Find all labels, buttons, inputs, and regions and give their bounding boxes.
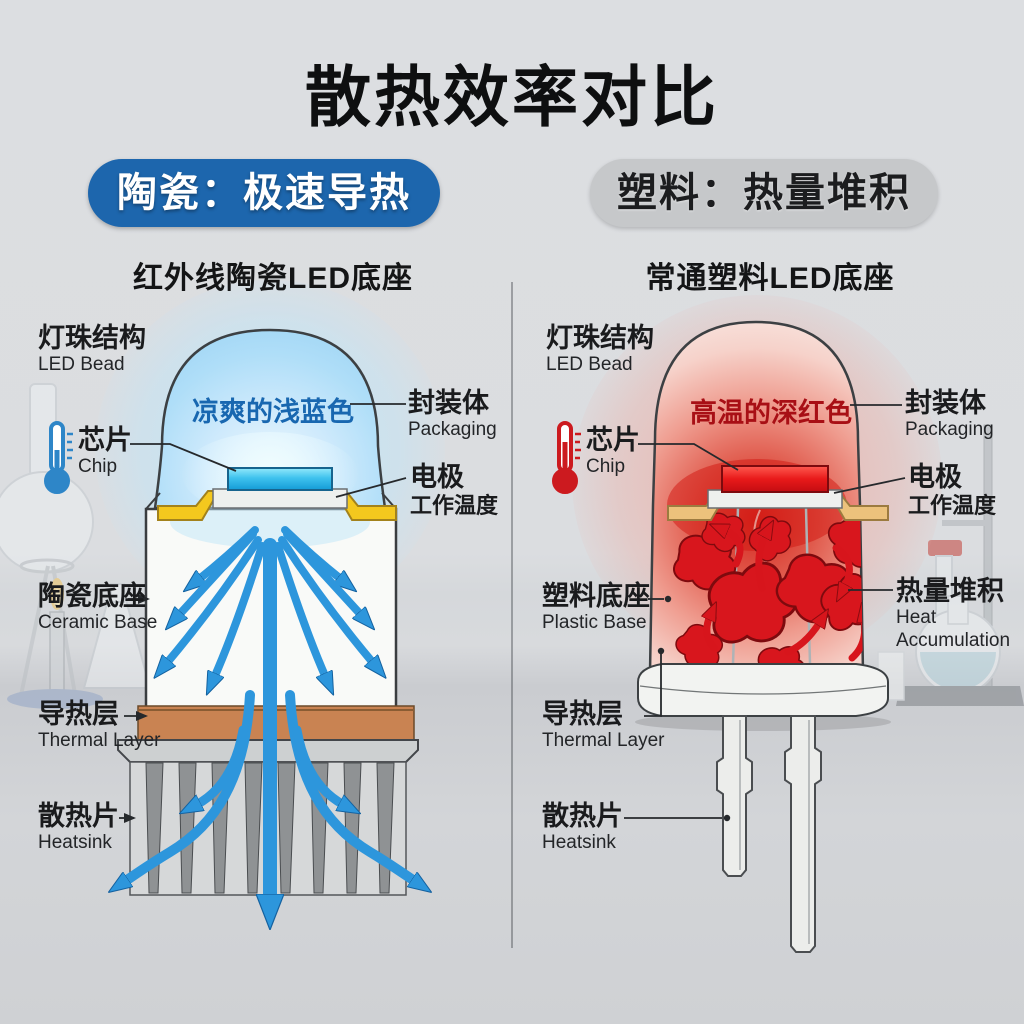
- label-zh: 导热层: [38, 699, 119, 729]
- label-en: Packaging: [905, 419, 994, 441]
- label-electrode-left: 电极 工作温度: [410, 462, 498, 519]
- page-title: 散热效率对比: [305, 60, 719, 134]
- label-zh-sub: 工作温度: [908, 493, 997, 519]
- label-en: Heat: [896, 607, 937, 629]
- label-en: LED Bead: [38, 354, 125, 376]
- label-zh: 芯片: [586, 425, 640, 455]
- trapped-heat-arrows: [707, 530, 863, 662]
- label-en: Heatsink: [38, 832, 112, 854]
- label-en: Plastic Base: [542, 612, 647, 634]
- thermometer-cold-icon: [40, 420, 74, 501]
- label-zh: 封装体: [408, 388, 489, 418]
- label-thermal-right: 导热层 Thermal Layer: [542, 699, 665, 753]
- ceramic-badge: 陶瓷：极速导热: [88, 159, 440, 227]
- label-base-left: 陶瓷底座 Ceramic Base: [38, 581, 157, 635]
- label-zh: 热量堆积: [896, 576, 1004, 606]
- label-zh: 陶瓷底座: [38, 581, 146, 611]
- label-zh: 芯片: [78, 425, 132, 455]
- label-heatsink-left: 散热片 Heatsink: [38, 801, 119, 855]
- label-en: Heatsink: [542, 832, 616, 854]
- label-en: Accumulation: [896, 629, 1011, 651]
- label-en: LED Bead: [546, 354, 633, 376]
- label-en: Thermal Layer: [38, 730, 161, 752]
- plastic-badge: 塑料：热量堆积: [590, 159, 938, 227]
- label-zh: 电极: [908, 462, 962, 492]
- left-led-diagram: [95, 280, 445, 900]
- heatsink-exit-arrows: [124, 538, 416, 900]
- label-zh: 塑料底座: [542, 581, 650, 611]
- led-flange: [637, 663, 889, 717]
- left-dome-caption: 凉爽的浅蓝色: [192, 397, 354, 427]
- label-led-bead-left: 灯珠结构 LED Bead: [38, 323, 146, 377]
- label-zh: 封装体: [905, 388, 986, 418]
- left-subtitle: 红外线陶瓷LED底座: [133, 262, 413, 295]
- label-chip-right: 芯片 Chip: [586, 425, 640, 479]
- label-thermal-left: 导热层 Thermal Layer: [38, 699, 161, 753]
- label-base-right: 塑料底座 Plastic Base: [542, 581, 650, 635]
- blue-chip: [227, 467, 333, 491]
- label-zh: 散热片: [38, 801, 119, 831]
- leader-lines: [119, 403, 906, 823]
- thermometer-hot-icon: [548, 420, 582, 501]
- red-chip: [721, 465, 829, 493]
- label-zh: 导热层: [542, 699, 623, 729]
- label-zh: 灯珠结构: [38, 323, 146, 353]
- label-heat-accumulation: 热量堆积 Heat Accumulation: [896, 576, 1010, 653]
- label-en: Ceramic Base: [38, 612, 158, 634]
- label-zh-sub: 工作温度: [410, 493, 499, 519]
- led-leg-right: [784, 715, 822, 953]
- label-zh: 散热片: [542, 801, 623, 831]
- label-en: Packaging: [408, 419, 497, 441]
- right-led-diagram: [572, 295, 942, 953]
- right-subtitle: 常通塑料LED底座: [645, 262, 895, 295]
- label-packaging-right: 封装体 Packaging: [905, 388, 994, 442]
- lab-background-left: [0, 383, 152, 709]
- label-chip-left: 芯片 Chip: [78, 425, 132, 479]
- label-electrode-right: 电极 工作温度: [908, 462, 996, 519]
- label-heatsink-right: 散热片 Heatsink: [542, 801, 623, 855]
- led-leg-left: [716, 715, 753, 877]
- label-zh: 灯珠结构: [546, 323, 654, 353]
- label-packaging-left: 封装体 Packaging: [408, 388, 497, 442]
- heat-flow-arrows: [166, 526, 374, 678]
- right-dome-caption: 高温的深红色: [690, 398, 852, 428]
- label-en: Chip: [586, 456, 626, 478]
- chip-pedestal: [212, 488, 348, 509]
- label-en: Chip: [78, 456, 118, 478]
- label-zh: 电极: [410, 462, 464, 492]
- label-led-bead-right: 灯珠结构 LED Bead: [546, 323, 654, 377]
- label-en: Thermal Layer: [542, 730, 665, 752]
